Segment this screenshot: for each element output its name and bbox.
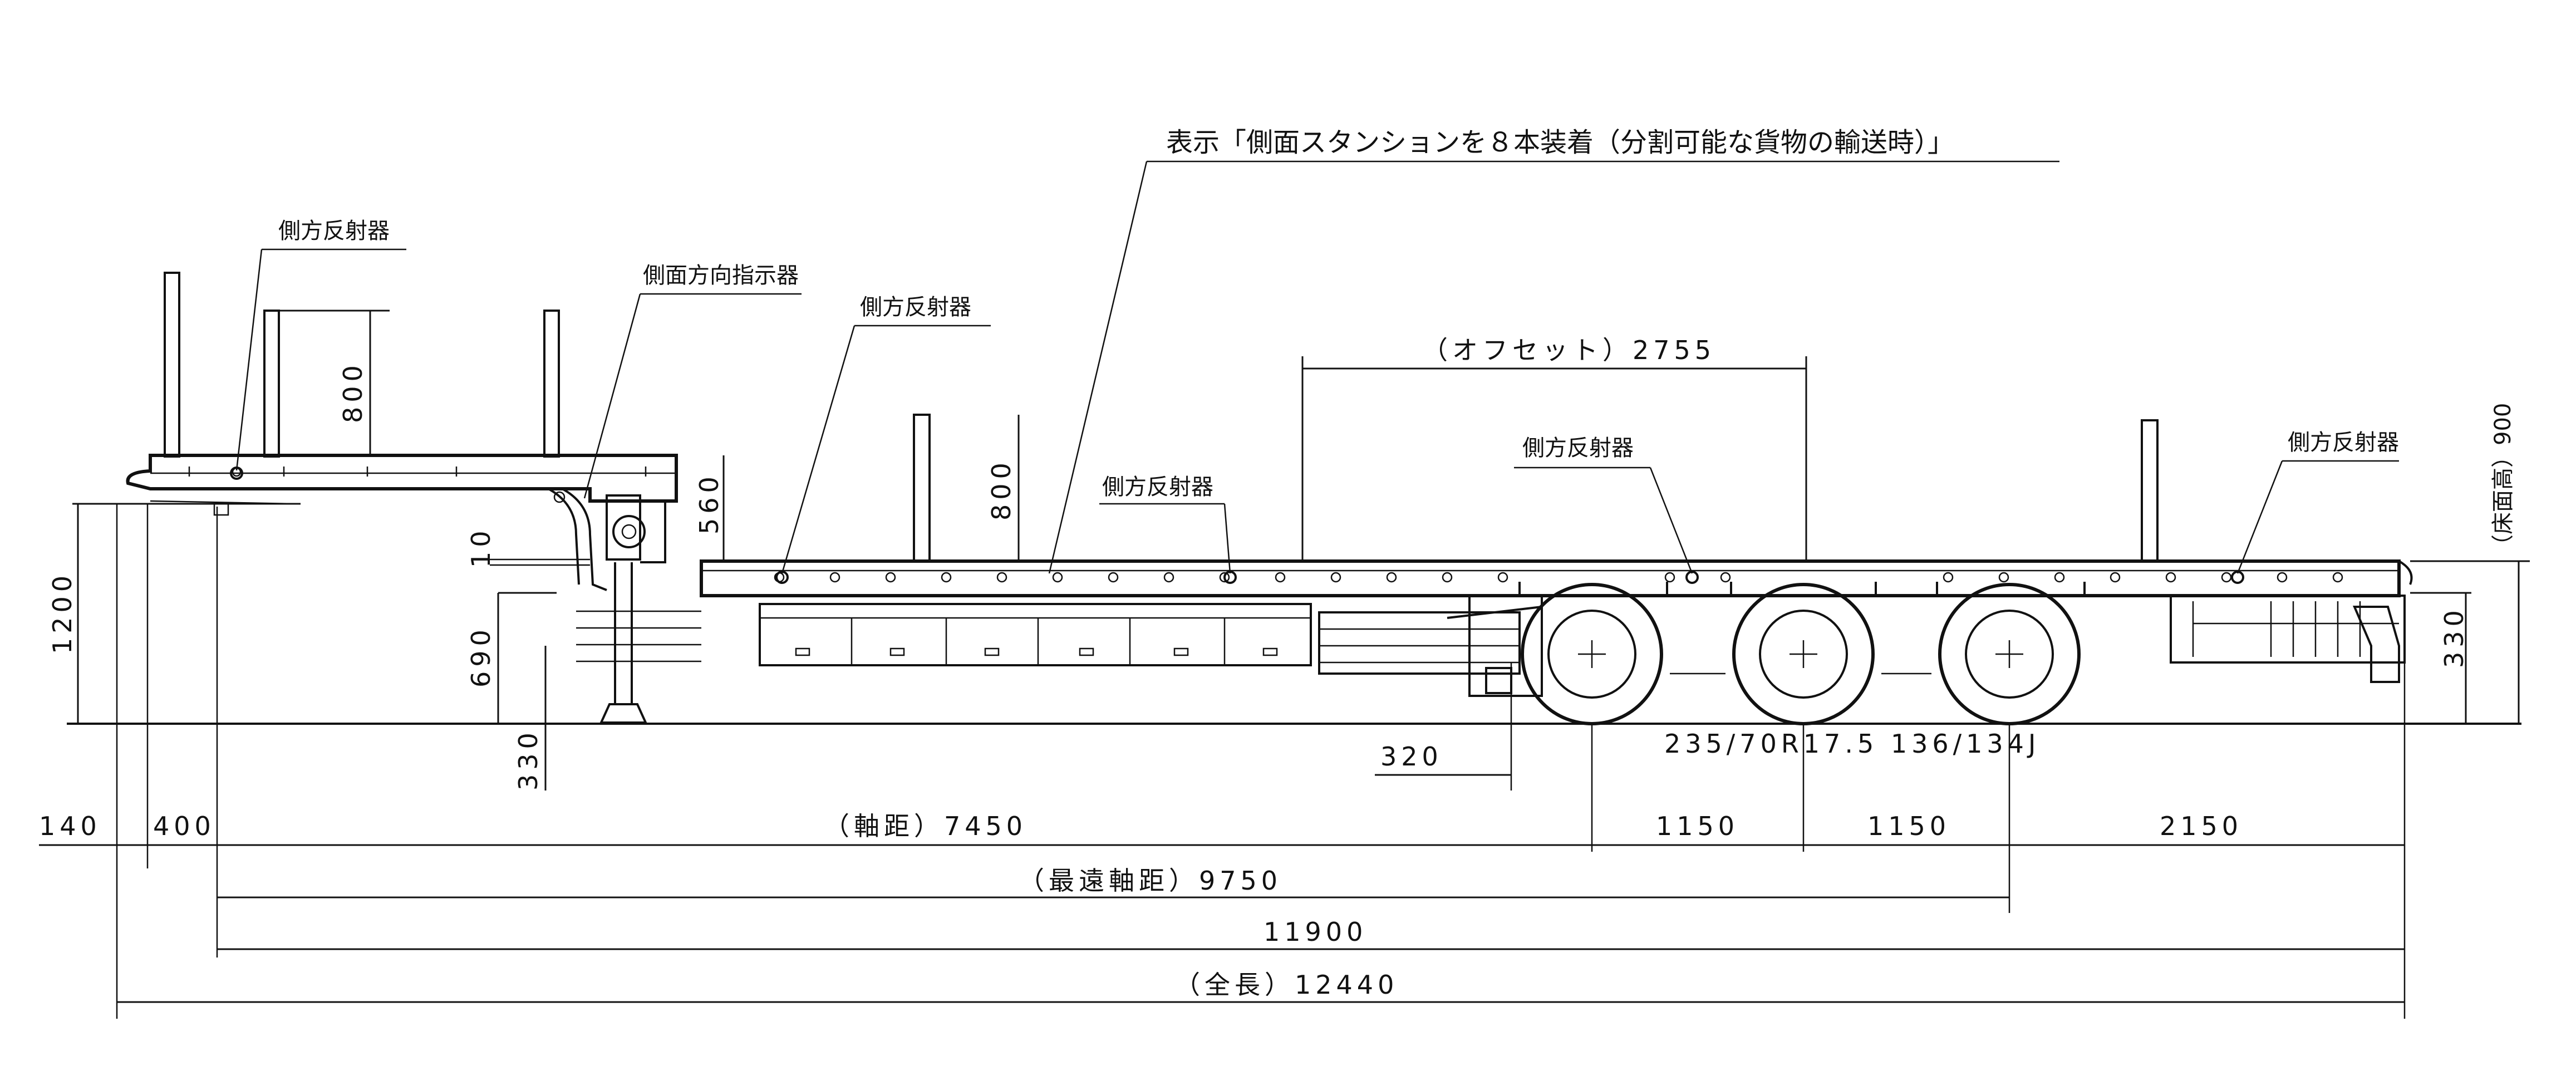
dim-140: 140 (39, 811, 101, 841)
dim-axle-spacing-2: 1150 (1867, 811, 1950, 841)
dim-rear-overhang: 2150 (2160, 811, 2243, 841)
label-tire-spec: 235/70R17.5 136/134J (1664, 729, 2041, 759)
stanchion-rear-1 (2141, 419, 2159, 562)
label-turn-signal: 側面方向指示器 (643, 263, 799, 288)
title-note: 表示「側面スタンションを８本装着（分割可能な貨物の輸送時）」 (1048, 127, 2059, 574)
dim-axle-spacing-1: 1150 (1656, 811, 1739, 841)
stanchion-front-3 (543, 310, 560, 458)
dim-coupler-height: 1200 (47, 571, 77, 654)
dim-stanchion-mid: 800 (986, 458, 1016, 521)
main-deck-rail (700, 559, 2401, 597)
dimensions: （オフセット）2755 800 800 560 10 1200 690 330 (39, 310, 2530, 1019)
dim-gooseneck-height: 560 (694, 472, 724, 534)
wheel-3 (1938, 583, 2081, 725)
dim-overall-length: （全長）12440 (1174, 970, 1398, 1000)
label-reflector-mid1: 側方反射器 (860, 294, 971, 320)
stanchion-mid-1 (913, 414, 931, 562)
dim-rear-330: 330 (2439, 606, 2469, 668)
stanchion-front-1 (164, 272, 180, 458)
dim-400: 400 (153, 811, 215, 841)
dim-wheelbase: （軸距）7450 (824, 811, 1027, 841)
stanchion-front-2 (263, 310, 280, 458)
wheel-2 (1732, 583, 1875, 725)
dim-max-wheelbase: （最遠軸距）9750 (1019, 866, 1282, 896)
title-note-text: 表示「側面スタンションを８本装着（分割可能な貨物の輸送時）」 (1166, 127, 1954, 158)
dim-step: 10 (466, 526, 496, 568)
under-frame (759, 603, 1312, 666)
dim-floor-height: （床面高）900 (2490, 403, 2516, 557)
stake-pockets (188, 467, 2343, 583)
gooseneck-deck (126, 454, 678, 503)
label-reflector-rear: 側方反射器 (2288, 430, 2399, 455)
dim-320: 320 (1380, 742, 1443, 772)
trailer-body (67, 272, 2521, 725)
dim-stanchion-front: 800 (338, 361, 368, 423)
label-reflector-axle: 側方反射器 (1522, 435, 1634, 461)
callouts: 側方反射器 側面方向指示器 側方反射器 側方反射器 側方反射器 側方反射器 23… (235, 218, 2399, 759)
dim-body-length: 11900 (1264, 917, 1367, 947)
label-reflector-front: 側方反射器 (278, 218, 390, 244)
wheel-1 (1521, 583, 1663, 725)
label-reflector-mid2: 側方反射器 (1102, 474, 1213, 500)
dim-deck-690: 690 (466, 625, 496, 688)
dim-ground-330: 330 (513, 728, 543, 791)
dim-offset: （オフセット）2755 (1422, 335, 1715, 365)
